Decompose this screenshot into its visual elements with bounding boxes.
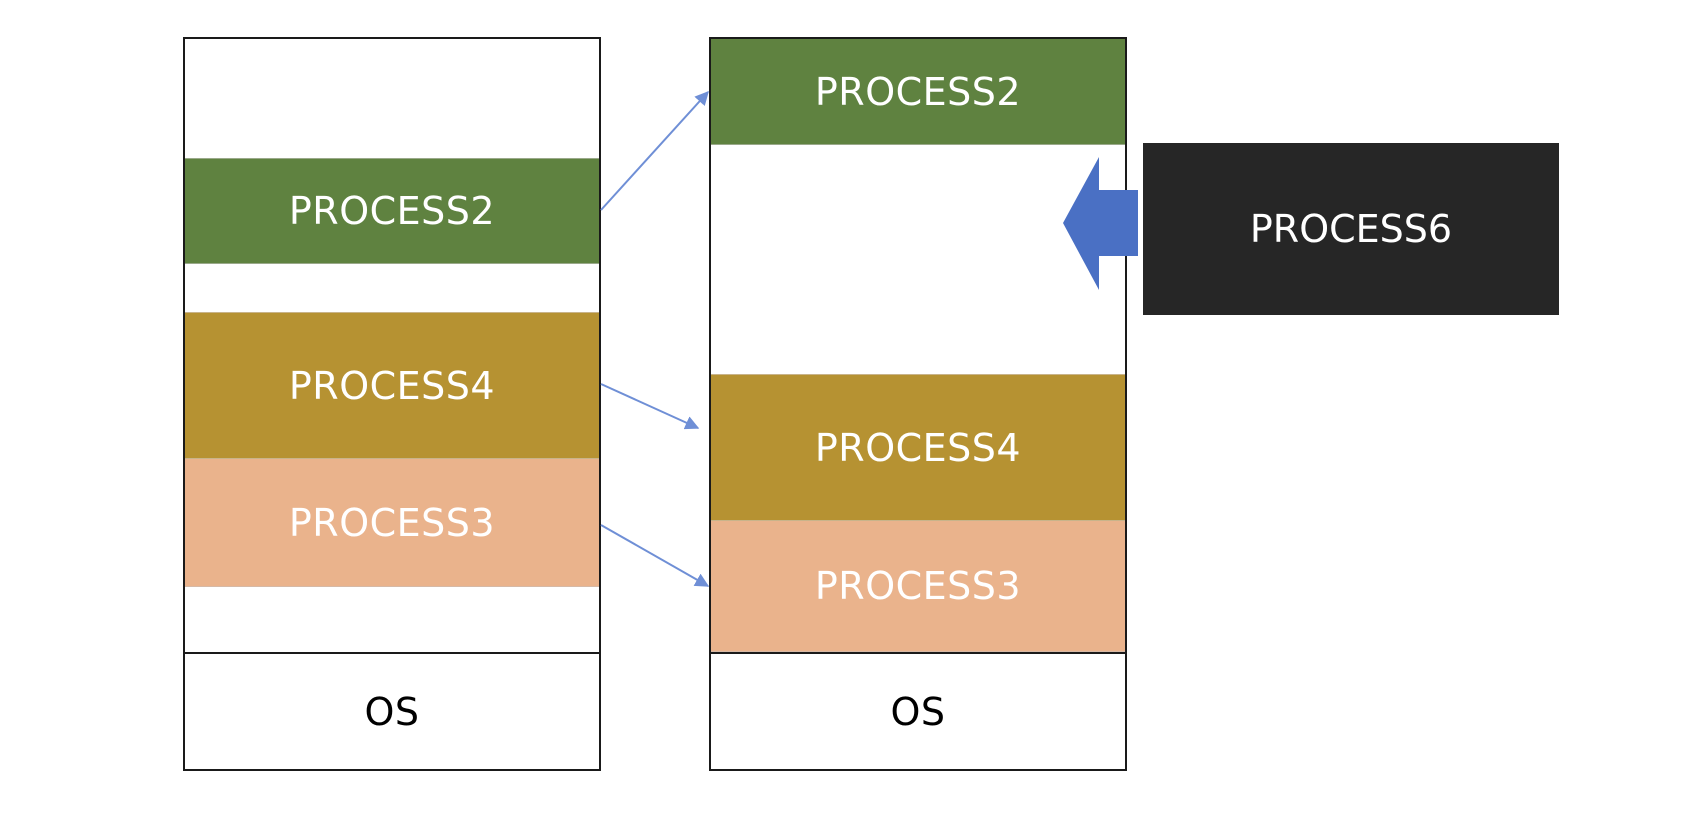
before-process2-label: PROCESS2 <box>288 189 496 233</box>
before-process4-label: PROCESS4 <box>288 363 496 408</box>
before-process3-block: PROCESS3 <box>185 459 599 587</box>
after-process3-label: PROCESS3 <box>814 564 1022 608</box>
memory-after: PROCESS2 PROCESS4 PROCESS3 OS <box>709 37 1127 771</box>
move-arrow-process4 <box>600 383 700 430</box>
incoming-process6-block: PROCESS6 <box>1143 143 1559 315</box>
before-process4-block: PROCESS4 <box>185 312 599 459</box>
after-process2-label: PROCESS2 <box>814 69 1022 114</box>
move-arrow-process3 <box>600 524 710 587</box>
memory-before: PROCESS2 PROCESS4 PROCESS3 OS <box>183 37 601 771</box>
before-os-label: OS <box>364 689 420 734</box>
after-process2-block: PROCESS2 <box>711 39 1125 145</box>
caption-strip: · · · · · <box>0 0 1698 12</box>
before-process2-block: PROCESS2 <box>185 158 599 264</box>
after-os-block: OS <box>711 652 1125 769</box>
move-arrow-process2 <box>600 90 709 211</box>
after-process3-block: PROCESS3 <box>711 521 1125 652</box>
after-process4-block: PROCESS4 <box>711 374 1125 521</box>
before-process3-label: PROCESS3 <box>288 500 496 545</box>
before-os-block: OS <box>185 652 599 769</box>
after-process4-label: PROCESS4 <box>814 425 1022 470</box>
after-os-label: OS <box>890 689 946 734</box>
caption-text: · · · · · <box>8 0 88 8</box>
incoming-process6-label: PROCESS6 <box>1249 207 1453 251</box>
